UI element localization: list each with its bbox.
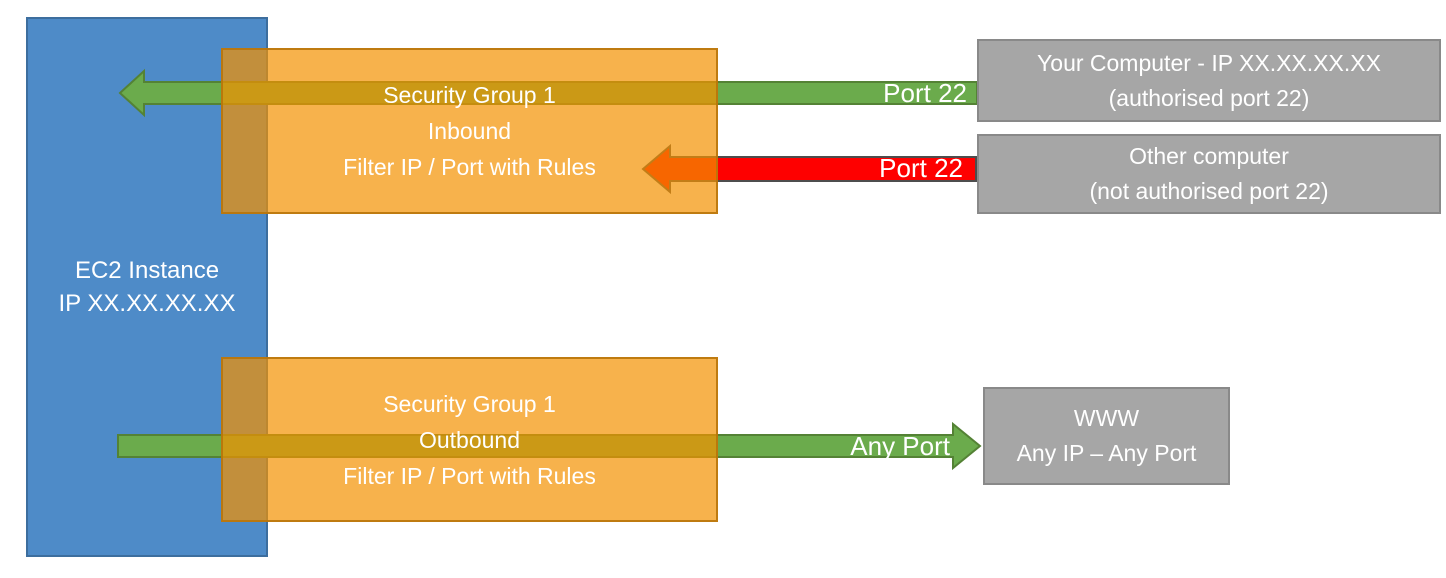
your-computer-title: Your Computer - IP XX.XX.XX.XX	[1037, 49, 1381, 76]
ec2-instance-ip: IP XX.XX.XX.XX	[58, 290, 236, 317]
sg-inbound-direction: Inbound	[427, 118, 512, 144]
your-computer-subtitle: (authorised port 22)	[1108, 84, 1310, 111]
your-computer-box: Your Computer - IP XX.XX.XX.XX (authoris…	[977, 39, 1441, 122]
outbound-port-label: Any Port	[850, 431, 950, 461]
security-group-outbound-box: Security Group 1 Outbound Filter IP / Po…	[221, 357, 718, 522]
inbound-blocked-port-label: Port 22	[879, 153, 963, 183]
sg-outbound-description: Filter IP / Port with Rules	[343, 462, 596, 489]
security-group-inbound-box: Security Group 1 Inbound Filter IP / Por…	[221, 48, 718, 214]
www-subtitle: Any IP – Any Port	[1016, 440, 1197, 466]
sg-outbound-direction: Outbound	[418, 426, 521, 453]
www-title: WWW	[1073, 405, 1140, 431]
other-computer-box: Other computer (not authorised port 22)	[977, 134, 1441, 214]
sg-outbound-name: Security Group 1	[383, 390, 556, 417]
www-box: WWW Any IP – Any Port	[983, 387, 1230, 485]
other-computer-subtitle: (not authorised port 22)	[1089, 178, 1329, 204]
sg-inbound-description: Filter IP / Port with Rules	[343, 154, 596, 180]
ec2-instance-title: EC2 Instance	[74, 257, 220, 284]
inbound-allowed-port-label: Port 22	[883, 78, 967, 108]
sg-inbound-name: Security Group 1	[383, 82, 556, 108]
other-computer-title: Other computer	[1129, 143, 1289, 169]
